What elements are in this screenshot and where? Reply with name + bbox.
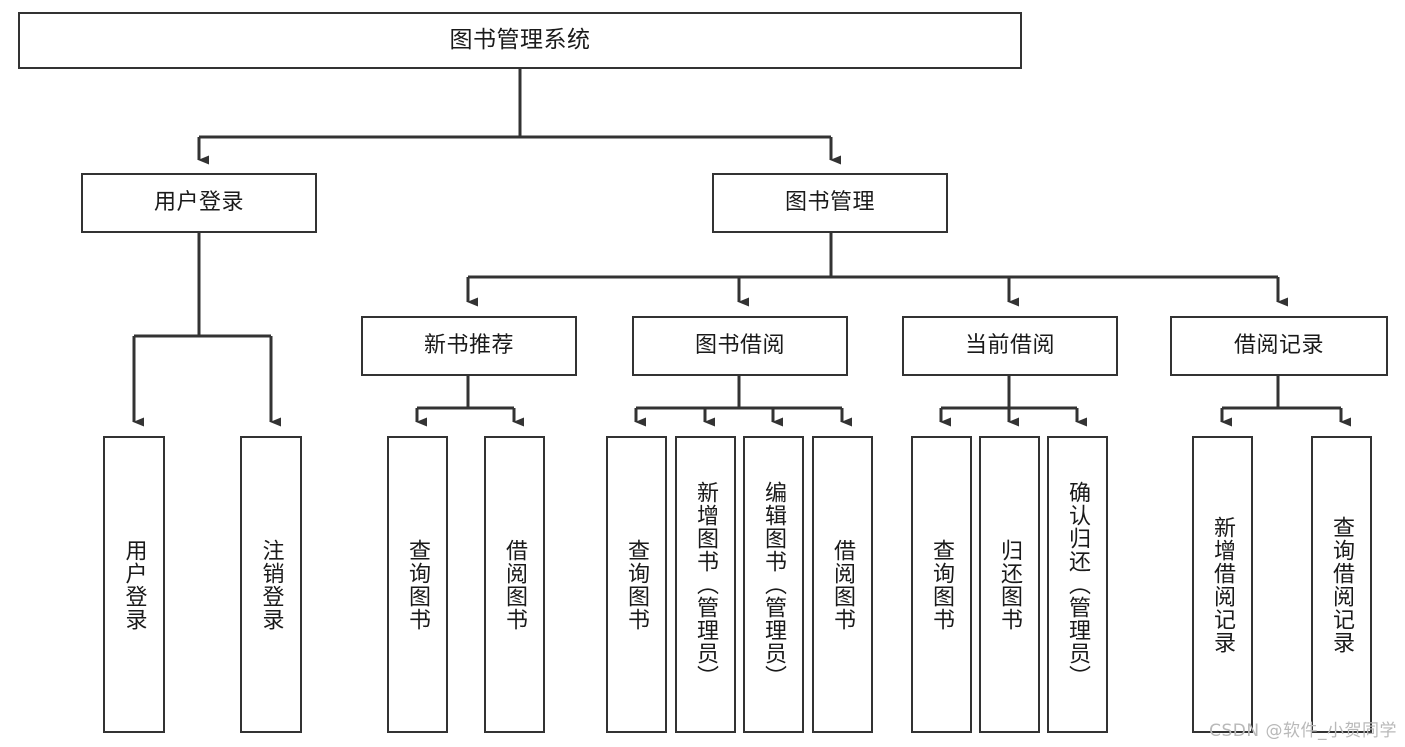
node-label: 用户登录 — [153, 190, 244, 216]
node-label: 用户登录 — [121, 538, 147, 631]
node-label: 查询借阅记录 — [1329, 515, 1355, 654]
node-label: 图书借阅 — [694, 333, 785, 359]
leaf-query-book-current[interactable]: 查询图书 — [911, 436, 972, 733]
node-label: 借阅图书 — [830, 538, 856, 631]
leaf-user-login[interactable]: 用户登录 — [103, 436, 165, 733]
leaf-query-borrow-record[interactable]: 查询借阅记录 — [1311, 436, 1372, 733]
leaf-add-book-admin[interactable]: 新增图书（管理员） — [675, 436, 736, 733]
node-root-book-management-system[interactable]: 图书管理系统 — [18, 12, 1022, 69]
leaf-borrow-book[interactable]: 借阅图书 — [812, 436, 873, 733]
leaf-return-book[interactable]: 归还图书 — [979, 436, 1040, 733]
node-borrow-record[interactable]: 借阅记录 — [1170, 316, 1388, 376]
node-label: 归还图书 — [997, 538, 1023, 631]
leaf-add-borrow-record[interactable]: 新增借阅记录 — [1192, 436, 1253, 733]
node-label: 查询图书 — [624, 538, 650, 631]
node-label: 当前借阅 — [964, 333, 1055, 359]
node-book-borrow[interactable]: 图书借阅 — [632, 316, 848, 376]
leaf-borrow-book-new[interactable]: 借阅图书 — [484, 436, 545, 733]
node-label: 新书推荐 — [423, 333, 514, 359]
node-label: 图书管理系统 — [449, 26, 591, 53]
node-label: 新增图书（管理员） — [693, 481, 719, 688]
node-book-management[interactable]: 图书管理 — [712, 173, 948, 233]
leaf-query-book-new[interactable]: 查询图书 — [387, 436, 448, 733]
node-current-borrow[interactable]: 当前借阅 — [902, 316, 1118, 376]
node-label: 借阅图书 — [502, 538, 528, 631]
node-user-login[interactable]: 用户登录 — [81, 173, 317, 233]
leaf-logout[interactable]: 注销登录 — [240, 436, 302, 733]
node-label: 编辑图书（管理员） — [761, 481, 787, 688]
node-label: 查询图书 — [405, 538, 431, 631]
node-label: 注销登录 — [258, 538, 284, 631]
node-label: 借阅记录 — [1233, 333, 1324, 359]
csdn-watermark: CSDN @软件_小贺同学 — [1209, 721, 1397, 741]
leaf-query-book-borrow[interactable]: 查询图书 — [606, 436, 667, 733]
leaf-confirm-return-admin[interactable]: 确认归还（管理员） — [1047, 436, 1108, 733]
node-label: 图书管理 — [784, 190, 875, 216]
node-new-book-recommend[interactable]: 新书推荐 — [361, 316, 577, 376]
node-label: 新增借阅记录 — [1210, 515, 1236, 654]
node-label: 确认归还（管理员） — [1065, 481, 1091, 688]
leaf-edit-book-admin[interactable]: 编辑图书（管理员） — [743, 436, 804, 733]
node-label: 查询图书 — [929, 538, 955, 631]
